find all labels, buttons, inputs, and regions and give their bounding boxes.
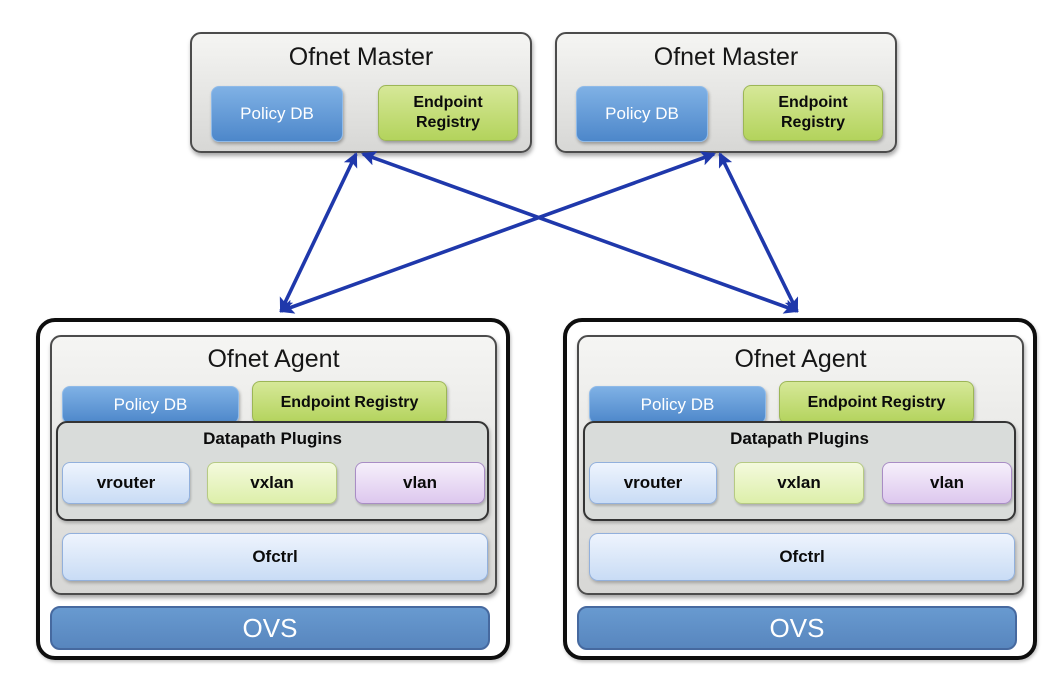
ofnet-master-2-box: Ofnet Master Policy DB Endpoint Registry [555, 32, 897, 153]
plugin-vxlan: vxlan [734, 462, 864, 504]
agent-1-datapath-plugins-box: Datapath Plugins vrouter vxlan vlan [56, 421, 489, 521]
policy-db-label: Policy DB [240, 104, 314, 123]
policy-db-label: Policy DB [640, 395, 715, 414]
agent-1-policy-db-box: Policy DB [62, 386, 239, 424]
master-title: Ofnet Master [653, 43, 799, 71]
agent-2-policy-db-box: Policy DB [589, 386, 766, 424]
plugin-vrouter: vrouter [62, 462, 190, 504]
plugin-vlan: vlan [355, 462, 485, 504]
endpoint-registry-label: Endpoint Registry [807, 393, 946, 411]
plugin-vxlan-label: vxlan [777, 473, 821, 492]
agent-1-ofctrl-box: Ofctrl [62, 533, 488, 581]
agent-2-ofctrl-box: Ofctrl [589, 533, 1015, 581]
ofnet-master-1-box: Ofnet Master Policy DB Endpoint Registry [190, 32, 532, 153]
agent-title: Ofnet Agent [734, 345, 867, 373]
endpoint-registry-label: Endpoint Registry [778, 94, 848, 131]
endpoint-registry-label: Endpoint Registry [280, 393, 419, 411]
policy-db-label: Policy DB [113, 395, 188, 414]
ofnet-agent-1-box: Ofnet Agent Policy DB Endpoint Registry … [36, 318, 510, 660]
endpoint-registry-label: Endpoint Registry [413, 94, 483, 131]
plugin-vrouter-label: vrouter [96, 473, 156, 492]
plugin-vrouter-label: vrouter [623, 473, 683, 492]
ovs-label: OVS [242, 612, 298, 643]
agent-1-inner-panel: Ofnet Agent Policy DB Endpoint Registry … [50, 335, 497, 595]
agent-2-inner-panel: Ofnet Agent Policy DB Endpoint Registry … [577, 335, 1024, 595]
plugin-vxlan: vxlan [207, 462, 337, 504]
datapath-plugins-title: Datapath Plugins [730, 429, 869, 448]
plugin-vlan: vlan [882, 462, 1012, 504]
plugin-vrouter: vrouter [589, 462, 717, 504]
ofctrl-label: Ofctrl [252, 547, 298, 566]
arrow-agent2-master1 [361, 151, 799, 314]
arrow-agent1-master1 [279, 152, 358, 313]
master-2-endpoint-registry-box: Endpoint Registry [743, 85, 883, 141]
policy-db-label: Policy DB [605, 104, 679, 123]
arrow-agent2-master2 [718, 152, 799, 313]
agent-2-endpoint-registry-box: Endpoint Registry [779, 381, 974, 424]
plugin-vxlan-label: vxlan [250, 473, 294, 492]
agent-1-endpoint-registry-box: Endpoint Registry [252, 381, 447, 424]
datapath-plugins-title: Datapath Plugins [203, 429, 342, 448]
master-1-endpoint-registry-box: Endpoint Registry [378, 85, 518, 141]
master-2-policy-db-box: Policy DB [576, 86, 708, 142]
agent-title: Ofnet Agent [207, 345, 340, 373]
plugin-vlan-label: vlan [402, 473, 438, 492]
plugin-vlan-label: vlan [929, 473, 965, 492]
ofctrl-label: Ofctrl [779, 547, 825, 566]
arrow-agent1-master2 [279, 151, 716, 314]
agent-1-ovs-box: OVS [50, 606, 490, 650]
agent-2-datapath-plugins-box: Datapath Plugins vrouter vxlan vlan [583, 421, 1016, 521]
ofnet-agent-2-box: Ofnet Agent Policy DB Endpoint Registry … [563, 318, 1037, 660]
ovs-label: OVS [769, 612, 825, 643]
master-title: Ofnet Master [288, 43, 434, 71]
agent-2-ovs-box: OVS [577, 606, 1017, 650]
master-1-policy-db-box: Policy DB [211, 86, 343, 142]
